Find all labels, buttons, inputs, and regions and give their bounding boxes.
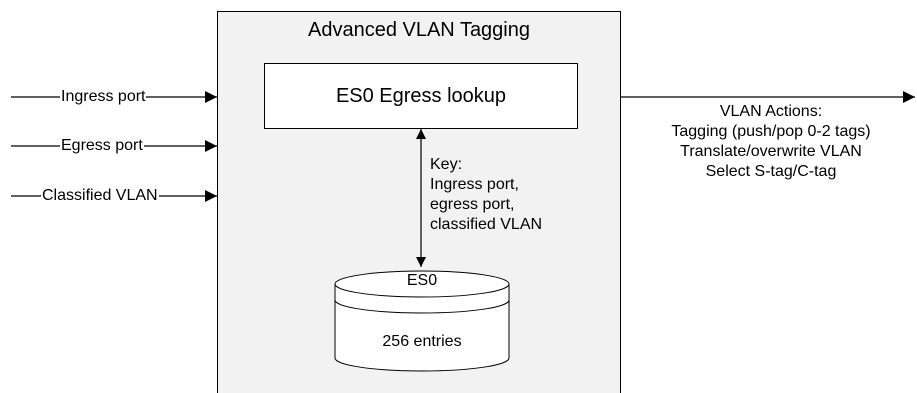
vlan-actions-description: VLAN Actions: Tagging (push/pop 0-2 tags…	[626, 102, 916, 182]
key-description: Key: Ingress port, egress port, classifi…	[430, 155, 542, 235]
action-line: Translate/overwrite VLAN	[680, 143, 862, 160]
action-line: Tagging (push/pop 0-2 tags)	[671, 123, 871, 140]
es0-database-cylinder	[334, 270, 510, 372]
input-label-egress-port: Egress port	[60, 137, 144, 155]
actions-heading: VLAN Actions:	[719, 103, 823, 120]
lookup-label: ES0 Egress lookup	[335, 84, 507, 107]
input-label-ingress-port: Ingress port	[60, 88, 147, 106]
action-line: Select S-tag/C-tag	[705, 163, 837, 180]
key-heading: Key:	[430, 156, 463, 173]
es0-table-entries: 256 entries	[382, 333, 462, 350]
input-label-classified-vlan: Classified VLAN	[41, 187, 159, 205]
key-line: Ingress port,	[430, 176, 519, 193]
key-line: classified VLAN	[430, 216, 543, 233]
key-line: egress port,	[430, 196, 515, 213]
es0-egress-lookup-box: ES0 Egress lookup	[264, 63, 578, 129]
block-title: Advanced VLAN Tagging	[307, 19, 530, 41]
es0-table-name: ES0	[406, 272, 438, 289]
